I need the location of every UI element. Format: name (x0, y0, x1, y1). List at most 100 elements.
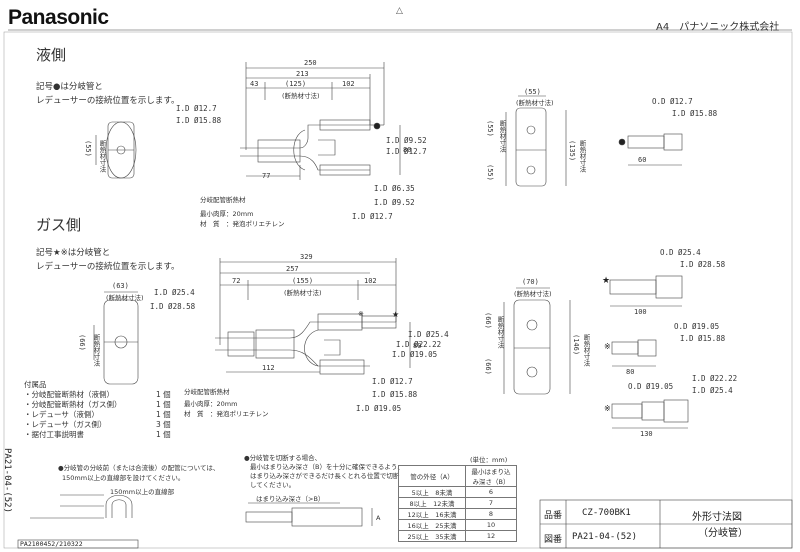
dim-155: (155) (292, 277, 314, 285)
cut-note-4: してください。 (250, 481, 296, 489)
accessory-qty: 1 個 (156, 430, 171, 439)
company-label: パナソニック株式会社 (679, 22, 780, 33)
asterisk-mark-pipe: ※ (358, 310, 364, 318)
dim-112: 112 (262, 364, 275, 372)
gas-cut-label: (断熱材寸法) (284, 289, 322, 297)
accessory-qty: 3 個 (156, 420, 171, 429)
label-id2222: I.D Ø22.22 (396, 340, 442, 349)
accessory-name: ・据付工事説明書 (24, 430, 84, 439)
liquid-cut-vert: 断熱材寸法 (498, 120, 506, 153)
label-id254-b: I.D Ø25.4 (408, 330, 449, 339)
dim-102: 102 (342, 80, 355, 88)
dim-43: 43 (250, 80, 259, 88)
dim-66-right2: (66) (484, 358, 492, 375)
table-header-depth: 最小はまり込み深さ（B） (465, 465, 517, 487)
dim-55-section: (55) (84, 140, 92, 157)
titleblock-subtitle: （分岐管） (698, 528, 748, 539)
cut-note-2: 最小はまり込み深さ（B）を十分に確保できるよう、 (250, 463, 404, 471)
label-id2222-right: I.D Ø22.22 (692, 374, 738, 383)
dim-135: (135) (568, 140, 576, 162)
table-cell: 12以上 16未満 (398, 508, 466, 520)
accessory-row: ・レデューサ（液側） 1 個 (24, 410, 171, 420)
gas-cut-vert: 断熱材寸法 (496, 316, 504, 349)
label-id127-b: I.D Ø12.7 (386, 147, 427, 156)
asterisk-mark-2: ※ (604, 404, 611, 413)
diameter-a-label: A (376, 514, 381, 522)
company-name: A4 パナソニック株式会社 (656, 18, 779, 33)
gas-note-line2: レデューサーの接続位置を示します。 (36, 262, 180, 272)
asterisk-mark: ※ (604, 342, 611, 351)
titleblock-drawing-key: 図番 (544, 535, 563, 545)
liquid-title: 液側 (36, 46, 67, 64)
straight-label: 150mm以上の直線部 (110, 488, 175, 496)
liquid-insulation-2: 最小肉厚：20mm (200, 210, 254, 218)
label-id127-c: I.D Ø12.7 (352, 212, 393, 221)
dim-329: 329 (300, 253, 313, 261)
dim-100: 100 (634, 308, 647, 316)
label-id1588: I.D Ø15.88 (176, 116, 222, 125)
label-od127: O.D Ø12.7 (652, 97, 693, 106)
cut-note-3: はまり込み深さができるだけ長くとれる位置で切断 (250, 472, 400, 480)
star-mark: ★ (602, 276, 611, 286)
label-od1905: O.D Ø19.05 (674, 322, 720, 331)
depth-label: はまり込み深さ（>B） (256, 495, 325, 503)
margin-stamp: PA2100452/210322 (20, 540, 83, 548)
liquid-cut-label: (断熱材寸法) (282, 92, 320, 100)
liquid-insulation-1: 分岐配管断熱材 (200, 196, 246, 204)
gas-note-line1: 記号★※は分岐管と (36, 248, 111, 258)
dim-146: (146) (572, 334, 580, 356)
table-cell: 6 (465, 486, 517, 498)
accessory-name: ・レデューサ（液側） (24, 410, 99, 419)
dim-102-gas: 102 (364, 277, 377, 285)
dim-55-left2: (55) (486, 164, 494, 181)
accessories-title: 付属品 (24, 380, 47, 389)
label-id635: I.D Ø6.35 (374, 184, 415, 193)
label-id2858: I.D Ø28.58 (150, 302, 196, 311)
gas-cut-vert-left: 断熱材寸法 (92, 334, 100, 367)
pipe-note-1: ●分岐管の分岐前（または合流後）の配管については、 (58, 464, 220, 472)
table-cell: 8 (465, 508, 517, 520)
dim-125: (125) (285, 80, 307, 88)
label-id254: I.D Ø25.4 (154, 288, 195, 297)
table-cell: 16以上 25未満 (398, 519, 466, 531)
table-cell: 10 (465, 519, 517, 531)
dim-130: 130 (640, 430, 653, 438)
label-id1905: I.D Ø19.05 (392, 350, 438, 359)
star-mark-pipe: ★ (392, 310, 400, 319)
label-id952-a: I.D Ø9.52 (386, 136, 427, 145)
label-od254: O.D Ø25.4 (660, 248, 701, 257)
dim-80: 80 (403, 146, 412, 154)
dim-63: (63) (112, 282, 129, 290)
titleblock-part-key: 品番 (544, 511, 563, 521)
table-unit: (単位：mm) (470, 456, 508, 464)
accessory-name: ・レデューサ（ガス側） (24, 420, 107, 429)
table-cell: 7 (465, 497, 517, 509)
accessory-qty: 1 個 (156, 410, 171, 419)
table-header-od: 管の外径（A） (398, 465, 466, 487)
dim-250: 250 (304, 59, 317, 67)
accessory-row: ・レデューサ（ガス側） 3 個 (24, 420, 171, 430)
accessory-qty: 1 個 (156, 390, 171, 399)
gas-cut-left: (断熱材寸法) (106, 294, 144, 302)
cut-note-1: ●分岐管を切断する場合、 (244, 454, 322, 462)
dim-213: 213 (296, 70, 309, 78)
dim-55-top: (55) (524, 88, 541, 96)
label-id127-gas: I.D Ø12.7 (372, 377, 413, 386)
dim-66-section: (66) (78, 334, 86, 351)
gas-title: ガス側 (36, 216, 82, 234)
dim-80-reducer: 80 (626, 368, 635, 376)
table-cell: 8以上 12未満 (398, 497, 466, 509)
dim-77: 77 (262, 172, 271, 180)
pipe-note-2: 150mm以上の直線部を設けてください。 (62, 474, 185, 482)
table-cell: 25以上 35未満 (398, 530, 466, 542)
dim-257: 257 (286, 265, 299, 273)
titleblock-title: 外形寸法図 (692, 512, 742, 523)
liquid-cut-right: (断熱材寸法) (516, 99, 554, 107)
brand-logo: Panasonic (8, 6, 109, 29)
triangle-mark: △ (396, 6, 403, 16)
liquid-note: 記号●は分岐管と レデューサーの接続位置を示します。 (36, 80, 179, 108)
